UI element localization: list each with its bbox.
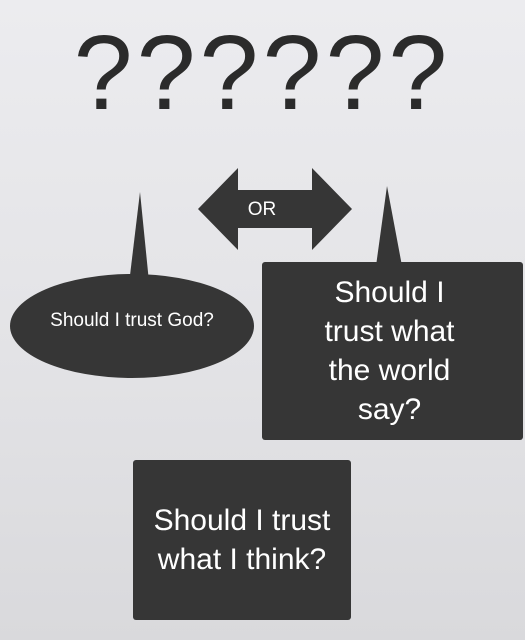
double-arrow-shape [198,168,352,250]
option-trust-self-text: Should I trust what I think? [153,504,331,576]
option-trust-god: Should I trust God? [50,310,214,331]
god-bubble-tail [128,192,150,292]
or-label: OR [247,199,277,220]
option-trust-self-box: Should I trust what I think? [133,460,351,620]
question-marks-title: ?????? [73,14,452,132]
god-speech-bubble [10,274,254,378]
world-callout-tail [376,186,402,266]
option-trust-world-text: Should I trust what the world say? [324,276,455,426]
option-trust-world-box: Should I trust what the world say? [262,262,523,440]
